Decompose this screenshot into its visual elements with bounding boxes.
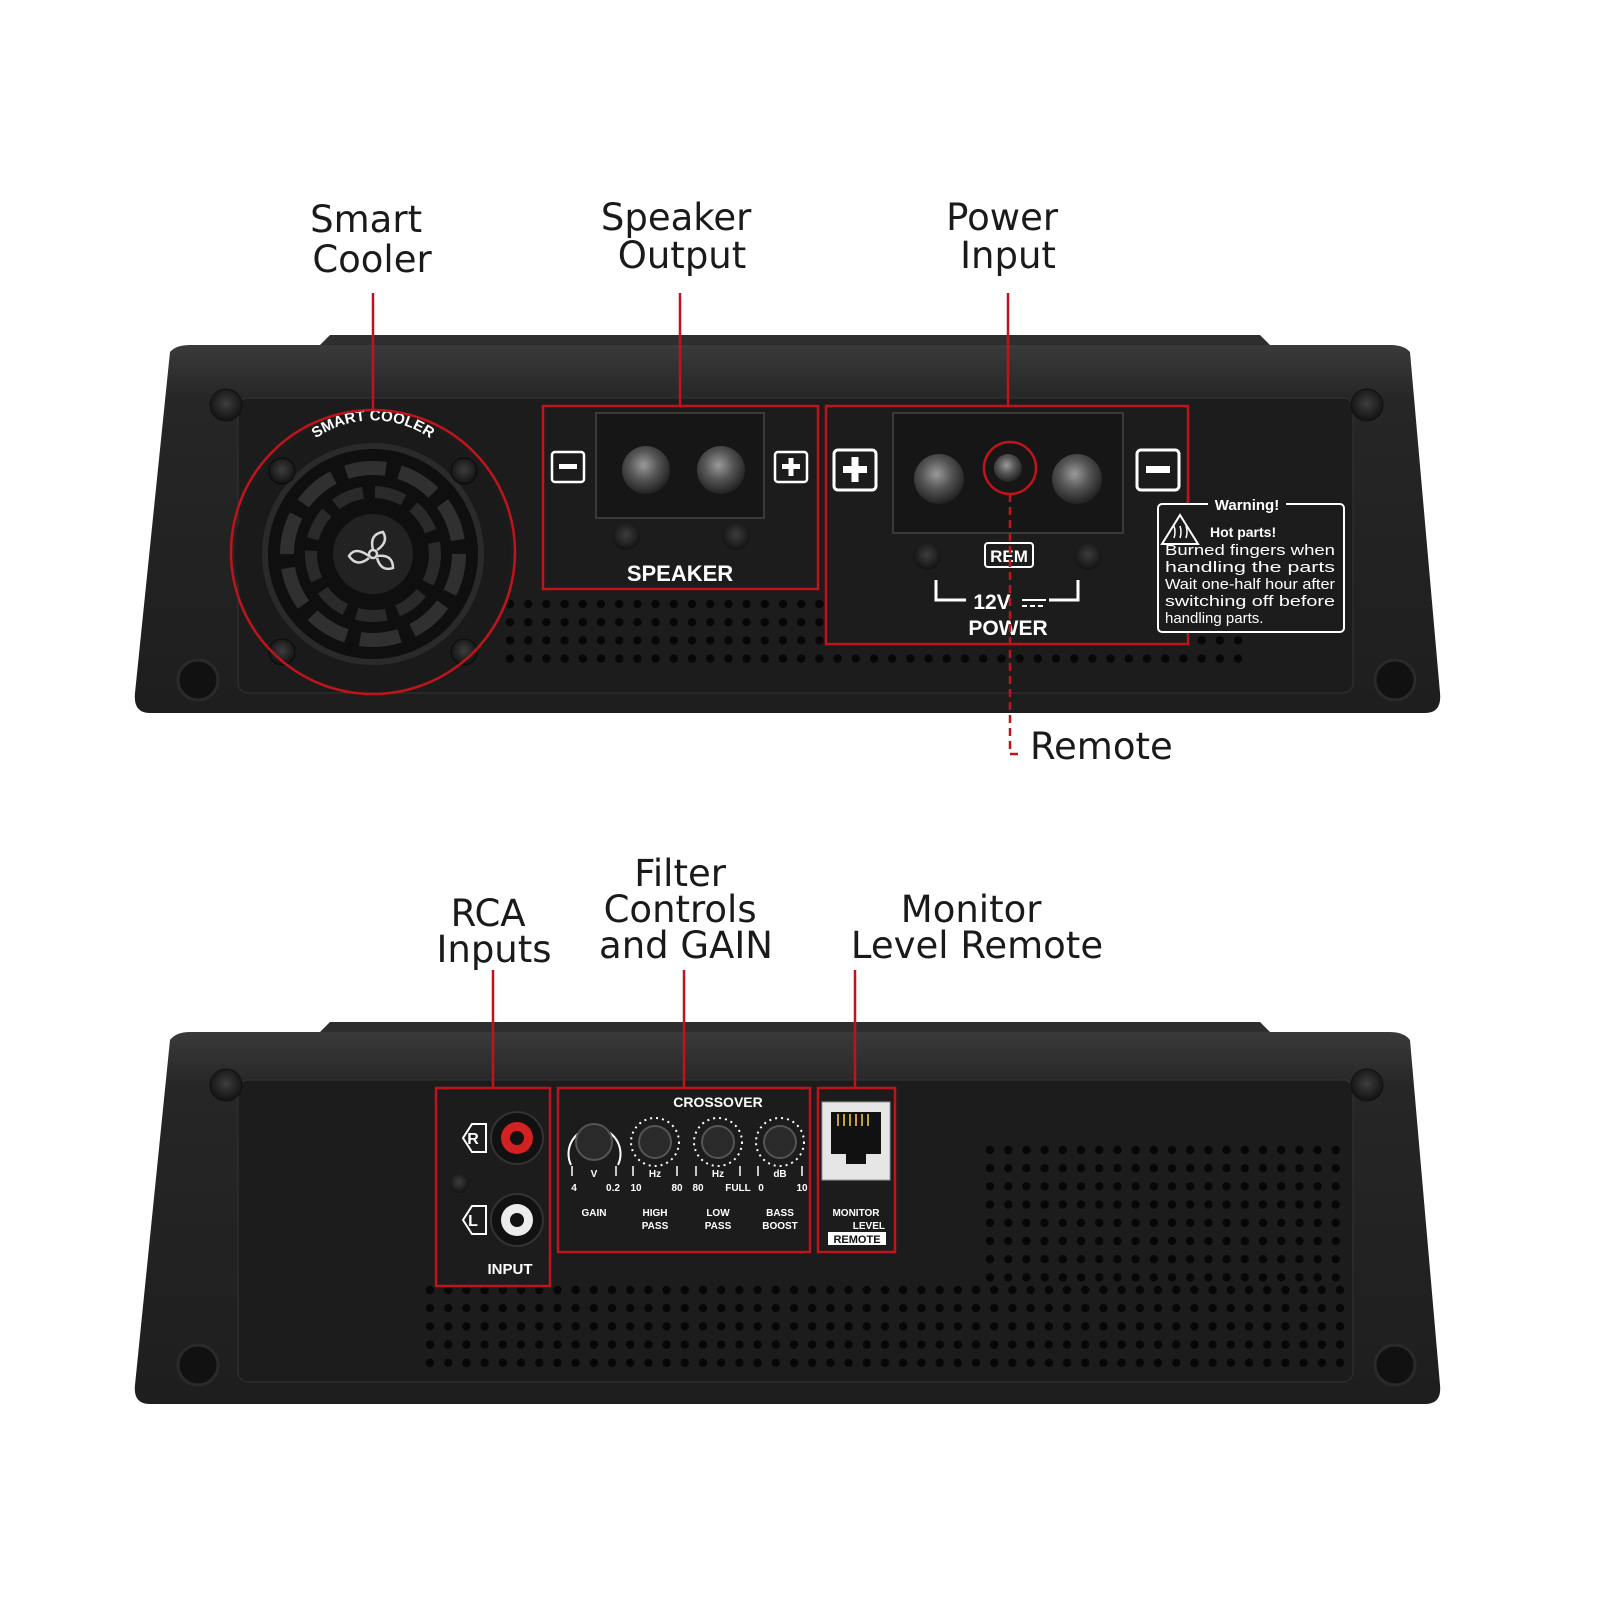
- screw-icon: [1074, 542, 1102, 570]
- screw-icon: [176, 658, 220, 702]
- svg-text:PASS: PASS: [705, 1221, 732, 1232]
- monitor-level-remote-port: MONITOR LEVEL REMOTE: [821, 1101, 891, 1246]
- knob-bass-boost: dB 0 10 BASS BOOST: [755, 1117, 808, 1232]
- rca-jack-left: [490, 1193, 544, 1247]
- callout-remote: Remote: [1030, 725, 1173, 768]
- svg-text:HIGH: HIGH: [643, 1208, 668, 1219]
- warning-line: Wait one-half hour after: [1165, 576, 1335, 593]
- svg-text:LOW: LOW: [706, 1208, 730, 1219]
- rca-input-panel: R L INPUT: [449, 1111, 544, 1278]
- warning-heading: Hot parts!: [1210, 524, 1276, 540]
- crossover-panel: CROSSOVER V 4 0.2 GAIN Hz 10 80 HIGH: [567, 1094, 808, 1232]
- svg-text:10: 10: [796, 1183, 808, 1194]
- screw-icon: [612, 522, 640, 550]
- screw-icon: [450, 457, 478, 485]
- callout-smart-cooler: Smart Cooler: [310, 198, 434, 281]
- svg-text:4: 4: [571, 1183, 577, 1194]
- speaker-terminal: SPEAKER: [550, 412, 809, 586]
- screw-icon: [913, 542, 941, 570]
- voltage-label: 12V: [973, 591, 1010, 614]
- svg-text:80: 80: [692, 1183, 704, 1194]
- screw-icon: [722, 522, 750, 550]
- top-chassis-rim: [320, 335, 1270, 345]
- bottom-chassis-rim: [320, 1022, 1270, 1032]
- svg-text:V: V: [591, 1169, 598, 1180]
- fan-icon: [347, 530, 395, 571]
- screw-icon: [450, 638, 478, 666]
- warning-line: handling parts.: [1165, 610, 1263, 627]
- top-amplifier-view: SMART COOLER SPEAKER: [134, 196, 1441, 768]
- screw-icon: [449, 1173, 469, 1193]
- callout-filter-controls: Filter Controls and GAIN: [599, 852, 773, 967]
- svg-text:BASS: BASS: [766, 1208, 794, 1219]
- remote-callout-line: [1008, 494, 1022, 756]
- svg-text:Hz: Hz: [712, 1169, 724, 1180]
- plus-icon: [773, 450, 809, 484]
- screw-icon: [1350, 1068, 1384, 1102]
- screw-icon: [268, 638, 296, 666]
- rca-input-label: INPUT: [488, 1261, 533, 1278]
- knob-high-pass: Hz 10 80 HIGH PASS: [630, 1117, 683, 1232]
- callout-rca-inputs: RCA Inputs: [436, 892, 551, 971]
- minus-icon: [1135, 448, 1181, 492]
- warning-label: Warning! Hot parts! Burned fingers when …: [1157, 494, 1345, 633]
- svg-text:FULL: FULL: [725, 1183, 751, 1194]
- callout-speaker-output: Speaker Output: [601, 196, 763, 277]
- callout-monitor-remote: Monitor Level Remote: [851, 888, 1103, 967]
- monitor-label: MONITOR: [832, 1208, 880, 1219]
- monitor-remote-highlight: [816, 1086, 897, 1254]
- plus-icon: [832, 448, 878, 492]
- remote-port-label: REMOTE: [833, 1234, 880, 1246]
- svg-text:0.2: 0.2: [606, 1183, 620, 1194]
- svg-text:0: 0: [758, 1183, 764, 1194]
- screw-icon: [1373, 1343, 1417, 1387]
- bottom-amplifier-view: R L INPUT CROSSOVER V 4 0.2 GAIN: [134, 852, 1441, 1404]
- rca-right-label: R: [467, 1131, 479, 1148]
- rem-label: REM: [990, 547, 1028, 566]
- svg-text:Hz: Hz: [649, 1169, 661, 1180]
- rca-jack-right: [490, 1111, 544, 1165]
- smart-cooler-fan: SMART COOLER: [235, 407, 511, 692]
- svg-text:dB: dB: [773, 1169, 786, 1180]
- screw-icon: [1350, 388, 1384, 422]
- crossover-label: CROSSOVER: [673, 1094, 762, 1110]
- svg-text:BOOST: BOOST: [762, 1221, 798, 1232]
- power-terminal: REM 12V POWER: [832, 412, 1181, 640]
- screw-icon: [176, 1343, 220, 1387]
- warning-title: Warning!: [1215, 497, 1279, 514]
- power-label: POWER: [968, 617, 1047, 640]
- warning-line: Burned fingers when: [1165, 542, 1335, 559]
- screw-icon: [1373, 658, 1417, 702]
- screw-icon: [209, 388, 243, 422]
- rca-left-label: L: [468, 1213, 478, 1230]
- svg-text:GAIN: GAIN: [582, 1208, 607, 1219]
- hot-surface-warning-icon: [1160, 513, 1200, 545]
- knob-low-pass: Hz 80 FULL LOW PASS: [692, 1117, 751, 1232]
- screw-icon: [268, 457, 296, 485]
- callout-power-input: Power Input: [946, 196, 1070, 277]
- level-label: LEVEL: [853, 1221, 885, 1232]
- svg-text:PASS: PASS: [642, 1221, 669, 1232]
- bottom-vent-grid: [425, 1145, 1345, 1368]
- speaker-label: SPEAKER: [627, 561, 733, 586]
- screw-icon: [209, 1068, 243, 1102]
- svg-text:80: 80: [671, 1183, 683, 1194]
- top-vent-grid: [505, 599, 1243, 663]
- warning-line: switching off before: [1165, 593, 1335, 610]
- knob-gain: V 4 0.2 GAIN: [567, 1123, 622, 1219]
- svg-text:10: 10: [630, 1183, 642, 1194]
- warning-line: handling the parts: [1165, 559, 1335, 576]
- minus-icon: [550, 450, 586, 484]
